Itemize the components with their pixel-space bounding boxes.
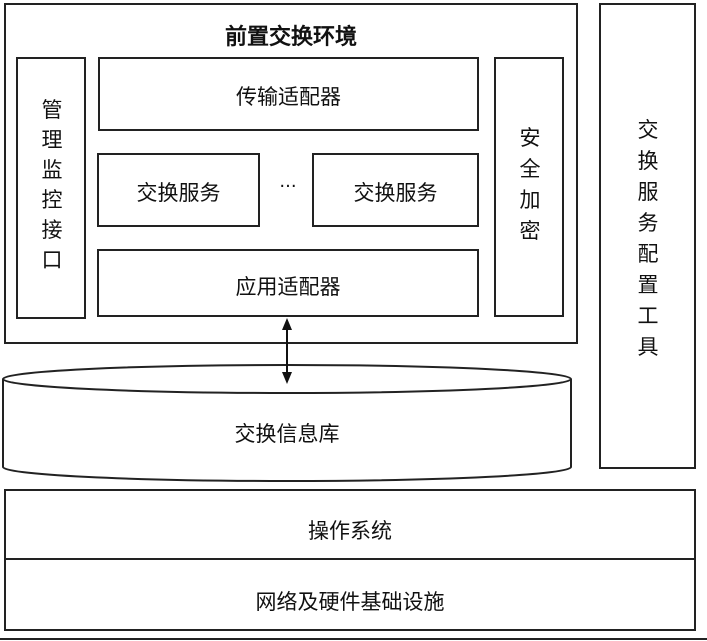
exchange-service-box-1: 交换服务 [97,153,260,227]
bottom-border [0,638,707,640]
app-adapter-label: 应用适配器 [235,275,341,299]
arrow-head-down [282,372,292,384]
mgmt-interface-box: 管理监控接口 [16,57,86,319]
os-box: 操作系统 [4,489,696,560]
config-tool-box: 交换服务配置工具 [599,3,696,469]
exchange-service-label-2: 交换服务 [353,181,438,205]
security-label: 安全加密 [519,126,541,243]
config-tool-label: 交换服务配置工具 [637,118,659,359]
ellipsis: ··· [279,176,297,197]
front-env-title: 前置交换环境 [224,25,357,50]
exchange-service-box-2: 交换服务 [312,153,479,227]
security-box: 安全加密 [494,57,564,317]
infrastructure-box: 网络及硬件基础设施 [4,558,696,631]
database-label: 交换信息库 [234,422,340,446]
app-adapter-box: 应用适配器 [97,249,479,317]
transport-adapter-label: 传输适配器 [236,85,341,109]
mgmt-interface-label: 管理监控接口 [41,98,63,272]
arrow-head-up [282,318,292,330]
exchange-service-label-1: 交换服务 [136,181,221,205]
infrastructure-label: 网络及硬件基础设施 [255,590,445,614]
os-label: 操作系统 [308,519,392,543]
transport-adapter-box: 传输适配器 [98,57,479,131]
cylinder-body [2,379,572,482]
